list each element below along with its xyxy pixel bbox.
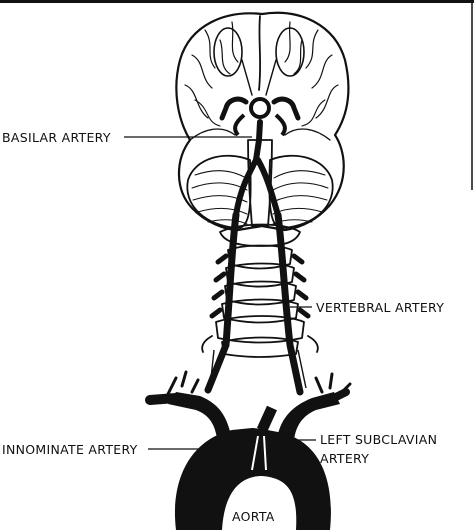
label-left-subclavian-line1: LEFT SUBCLAVIAN	[320, 432, 437, 447]
cervical-spine-drawing	[201, 223, 319, 358]
label-vertebral-artery: VERTEBRAL ARTERY	[316, 300, 444, 315]
label-aorta: AORTA	[232, 509, 275, 524]
label-left-subclavian-line2: ARTERY	[320, 451, 369, 466]
leader-lines	[124, 136, 316, 450]
vertebral-arteries	[204, 211, 307, 396]
label-basilar-artery: BASILAR ARTERY	[2, 130, 111, 145]
brain-drawing	[175, 11, 350, 232]
aortic-arch-drawing	[145, 370, 352, 530]
label-innominate-artery: INNOMINATE ARTERY	[2, 442, 138, 457]
